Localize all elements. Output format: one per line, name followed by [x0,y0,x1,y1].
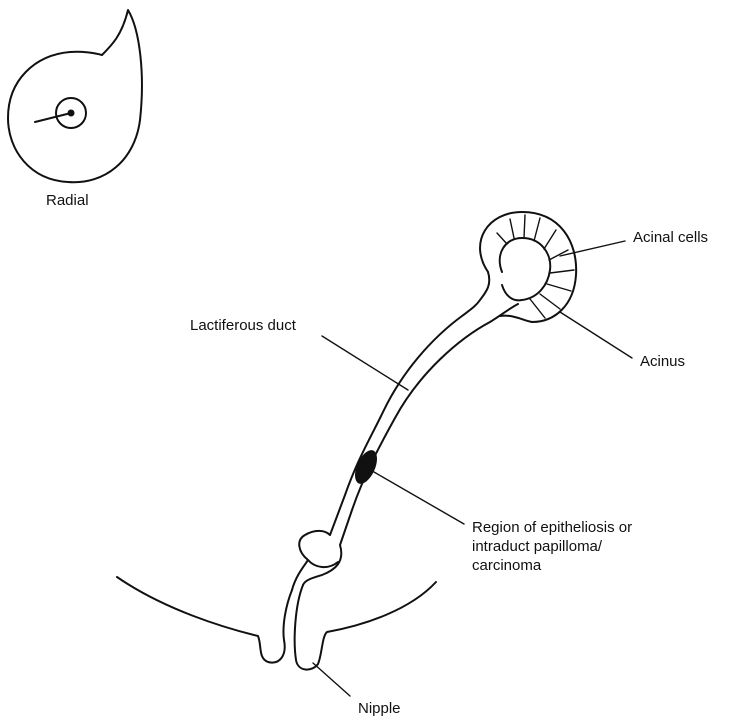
label-region-line1: Region of epitheliosis or [472,519,632,536]
acinus-outer-wall [480,212,576,322]
radial-duct-line [35,113,71,122]
label-nipple: Nipple [358,700,401,717]
breast-surface [117,577,436,670]
label-region-line2: intraduct papilloma/ [472,538,603,555]
breast-outline-inset [8,10,142,182]
acinus-lumen [500,238,551,300]
leader-acinal-cells [560,241,625,256]
leader-nipple [313,663,350,696]
label-acinal-cells: Acinal cells [633,229,708,246]
left-breast-skin [117,577,292,663]
label-region-line3: carcinoma [472,557,542,574]
leader-region [374,472,464,524]
leader-lactiferous-duct [322,336,408,390]
right-breast-skin [295,582,436,670]
radial-caption: Radial [46,192,89,209]
acinus-structure [480,212,576,322]
label-acinus: Acinus [640,353,685,370]
label-lactiferous-duct: Lactiferous duct [190,317,297,334]
duct-bulge [308,560,338,567]
leader-acinus [560,312,632,358]
duct-left-wall [292,272,489,590]
radial-inset [8,10,142,182]
